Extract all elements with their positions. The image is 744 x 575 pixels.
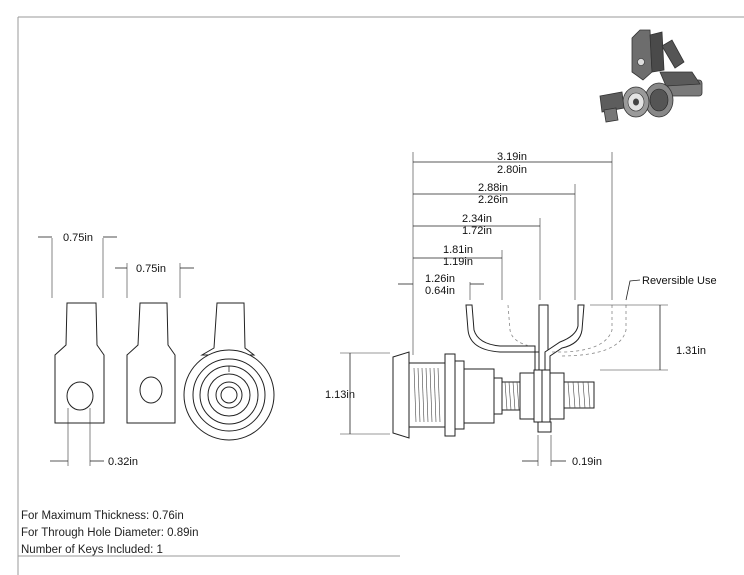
dim-cam-min-3: 2.26in <box>478 194 508 206</box>
dim-cam-min-1: 1.19in <box>443 256 473 268</box>
lock-side-assembly <box>392 304 627 439</box>
dim-cam-height: 1.31in <box>676 345 706 357</box>
dim-cam-max-1: 1.81in <box>443 244 473 256</box>
dim-front-width-top: 0.75in <box>63 232 93 244</box>
cam-front-view <box>54 302 105 424</box>
dim-cam-min-0: 0.64in <box>425 285 455 297</box>
note-through-hole: For Through Hole Diameter: 0.89in <box>21 527 199 539</box>
dim-face-diameter: 1.13in <box>325 389 355 401</box>
dim-overall-min: 2.80in <box>497 164 527 176</box>
dim-side-width-top: 0.75in <box>136 263 166 275</box>
dim-overall-max: 3.19in <box>497 151 527 163</box>
dim-cam-max-3: 2.88in <box>478 182 508 194</box>
lock-face-view <box>183 302 275 441</box>
note-max-thickness: For Maximum Thickness: 0.76in <box>21 510 184 522</box>
dim-cam-thickness: 0.19in <box>572 456 602 468</box>
cam-side-view <box>126 302 176 424</box>
dim-front-hole-offset: 0.32in <box>108 456 138 468</box>
dim-cam-min-2: 1.72in <box>462 225 492 237</box>
note-keys-included: Number of Keys Included: 1 <box>21 544 163 556</box>
dim-cam-max-0: 1.26in <box>425 273 455 285</box>
dim-cam-max-2: 2.34in <box>462 213 492 225</box>
iso-thumbnail <box>599 29 703 123</box>
reversible-use-label: Reversible Use <box>642 275 717 287</box>
spec-notes: For Maximum Thickness: 0.76in For Throug… <box>21 508 199 559</box>
